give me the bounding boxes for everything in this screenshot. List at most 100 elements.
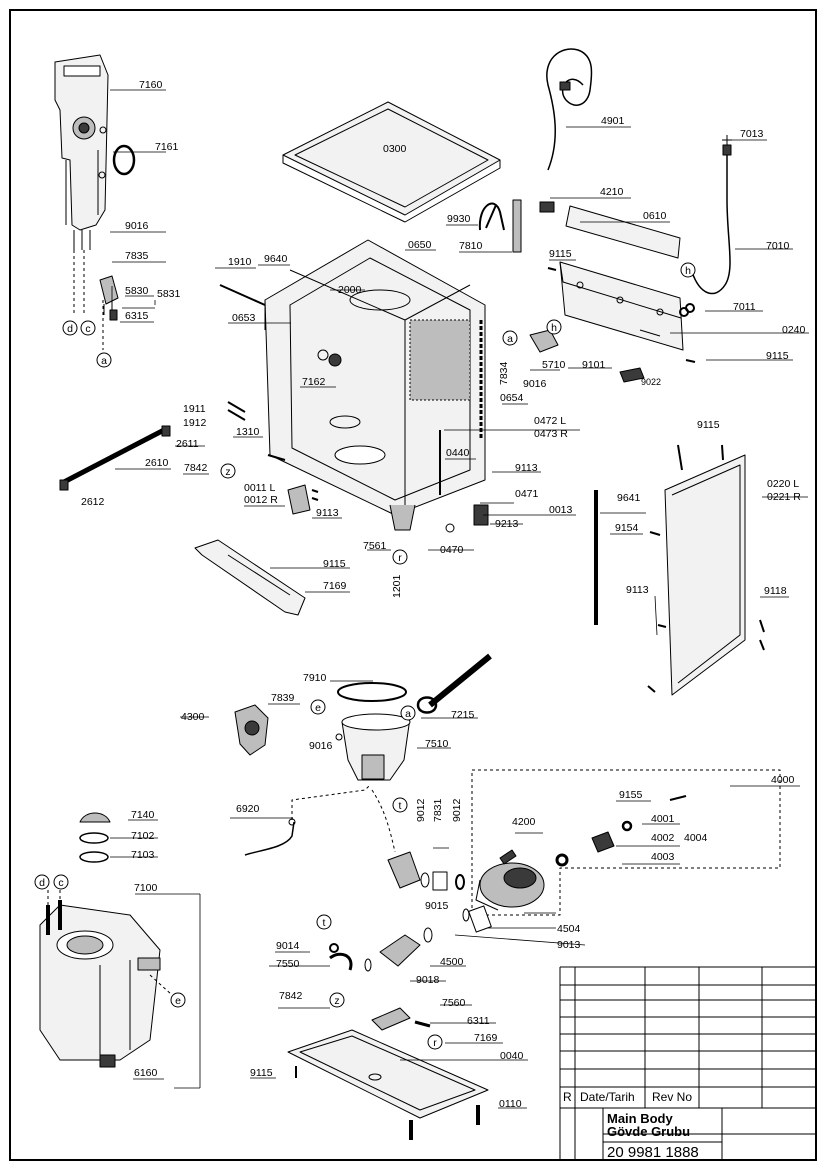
part-label-9018: 9018 (416, 974, 440, 986)
part-label-0650: 0650 (408, 239, 432, 251)
clamp-9015-drawing (462, 908, 470, 922)
side-seal-drawing (219, 284, 266, 306)
marker-h-cable: h (680, 262, 696, 278)
drain-pipe-drawing (379, 934, 421, 967)
revision-marker: R (563, 1090, 572, 1104)
sensor-wire-drawing (244, 821, 295, 856)
tub-leg-drawing (389, 504, 416, 531)
part-label-6311: 6311 (467, 1015, 490, 1027)
svg-text:d: d (67, 323, 73, 335)
hose-holder-drawing (478, 202, 505, 231)
pump-seal-4003-drawing (555, 853, 569, 867)
part-label-1201: 9115 (323, 558, 346, 570)
sump-seal-drawing (337, 682, 407, 702)
part-label-4210: 4210 (600, 186, 624, 198)
part-label-9113-tub: 9113 (515, 462, 538, 474)
part-label-0440: 0440 (446, 447, 470, 459)
pump-motor-drawing (591, 831, 615, 853)
washer-9213-drawing (445, 523, 455, 533)
part-label-4004: 4004 (684, 832, 708, 844)
pump-bearing-drawing (621, 820, 633, 832)
drawing-frame (9, 9, 817, 1161)
clamp-9016-drawing (335, 733, 343, 741)
title-block-text: R Date/Tarih Rev No Main Body Gövde Grub… (563, 1090, 699, 1161)
circulation-pump-drawing (475, 862, 545, 911)
part-label-6160: 6160 (134, 1067, 158, 1079)
sensor-clip-drawing (109, 309, 118, 321)
part-label-2610: 2610 (145, 457, 169, 469)
part-label-9930: 9930 (447, 213, 471, 225)
part-label-7835: 7835 (125, 250, 149, 262)
side-panel-drawing (664, 454, 746, 696)
part-label-9640: 9640 (264, 253, 288, 265)
date-column-header: Date/Tarih (580, 1090, 635, 1104)
part-label-9016-heater: 9016 (125, 220, 149, 232)
part-label-9115-panel: 9115 (697, 419, 720, 431)
part-label-2612: 2612 (81, 496, 105, 508)
part-label-0012: 0012 R (244, 494, 278, 506)
svg-text:c: c (85, 323, 90, 335)
svg-text:r: r (433, 1037, 437, 1049)
part-label-9015: 9015 (425, 900, 449, 912)
screw-9115-top-drawing (547, 267, 696, 363)
part-label-7842-foot: 7842 (184, 462, 208, 474)
part-label-9013: 9013 (557, 939, 581, 951)
marker-a-heater: a (96, 352, 112, 368)
rail-end-cap-drawing (59, 425, 171, 491)
panel-screw-drawing (647, 444, 765, 693)
svg-text:c: c (58, 877, 63, 889)
part-label-0473: 0473 R (534, 428, 568, 440)
cable-channel-drawing (565, 205, 681, 259)
part-label-5831: 5831 (157, 288, 181, 300)
part-label-9213: 9213 (495, 518, 519, 530)
part-label-9016-sump: 9016 (309, 740, 333, 752)
foot-screw-drawing (267, 454, 319, 501)
part-label-7011: 7011 (733, 301, 756, 313)
svg-text:e: e (175, 995, 181, 1007)
part-label-0610: 0610 (643, 210, 667, 222)
clamp-9013-drawing (423, 927, 433, 943)
part-label-7561: 7561 (363, 540, 387, 552)
part-label-0220: 0220 L (767, 478, 799, 490)
tub-body-drawing (264, 239, 486, 516)
part-label-7102: 7102 (131, 830, 155, 842)
power-cable-drawing (691, 135, 732, 295)
part-label-7560: 7560 (442, 997, 466, 1009)
part-label-0110: 0110 (499, 1098, 522, 1110)
softener-marker-links (47, 890, 173, 996)
svg-text:h: h (685, 265, 691, 277)
part-label-6315: 6315 (125, 310, 149, 322)
part-label-6920: 6920 (236, 803, 260, 815)
part-label-0654: 0654 (500, 392, 524, 404)
pump-heater-drawing (499, 849, 517, 865)
heater-housing-drawing (54, 54, 109, 250)
svg-text:h: h (551, 322, 557, 334)
part-label-0471: 0471 (515, 488, 539, 500)
part-label-4001: 4001 (651, 813, 675, 825)
base-rail-drawing (62, 427, 166, 485)
marker-z-foot: z (220, 463, 236, 479)
svg-text:a: a (405, 708, 411, 720)
part-label-1912: 1912 (183, 417, 207, 429)
part-label-4901: 4901 (601, 115, 625, 127)
part-label-7839: 7839 (271, 692, 295, 704)
part-label-7842-float: 7842 (279, 990, 303, 1002)
part-label-4003: 4003 (651, 851, 675, 863)
bracket-1310-drawing (227, 401, 246, 421)
part-label-9012-a: 9012 (415, 798, 427, 822)
pressostat-drawing (529, 329, 559, 353)
marker-c-softener: c (53, 874, 69, 890)
part-label-0472: 0472 L (534, 415, 566, 427)
part-label-7140: 7140 (131, 809, 155, 821)
part-label-0221: 0221 R (767, 491, 801, 503)
part-label-9115-frame: 9115 (766, 350, 789, 362)
part-label-7834: 7834 (498, 361, 510, 385)
marker-h-frame: h (546, 319, 562, 335)
part-label-9641: 9641 (617, 492, 641, 504)
part-label-9115-side: 9118 (764, 585, 787, 597)
salt-lid-drawing (79, 812, 111, 823)
ntc-sensor-drawing (99, 275, 119, 315)
rear-frame-drawing (559, 261, 684, 351)
part-label-7100: 7100 (134, 882, 158, 894)
part-label-9113-foot: 9113 (316, 507, 339, 519)
